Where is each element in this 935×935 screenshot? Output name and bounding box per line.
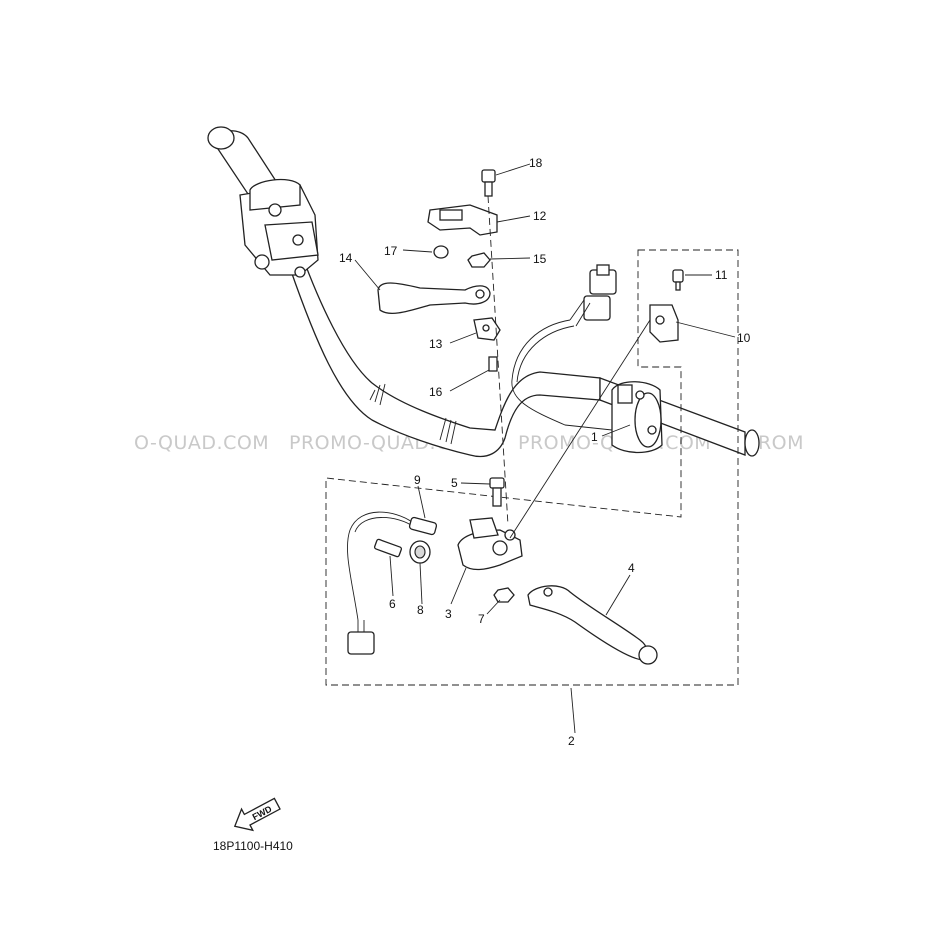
- callout-12: 12: [533, 209, 547, 223]
- nut-15: [467, 252, 491, 268]
- screw-18: [481, 169, 496, 197]
- callout-14: 14: [339, 251, 353, 265]
- switch-housing: [511, 319, 663, 454]
- callout-16: 16: [429, 385, 443, 399]
- lever-14: [377, 282, 491, 314]
- screw-6: [373, 538, 403, 558]
- switch-9: [347, 511, 438, 655]
- master-cylinder: [239, 178, 319, 278]
- diagram-code: 18P1100-H410: [213, 839, 293, 853]
- callout-9: 9: [414, 473, 421, 487]
- lever-holder-3: [457, 517, 523, 571]
- watermark-left: O-QUAD.COM: [134, 432, 269, 454]
- callout-18: 18: [529, 156, 543, 170]
- screw-16: [488, 356, 498, 372]
- callout-1: 1: [591, 430, 598, 444]
- bolt-5: [489, 477, 505, 507]
- callout-17: 17: [384, 244, 398, 258]
- screw-11: [672, 269, 684, 291]
- callout-15: 15: [533, 252, 547, 266]
- callout-10: 10: [737, 331, 751, 345]
- callout-11: 11: [715, 268, 728, 282]
- fwd-arrow: FWD: [233, 797, 281, 832]
- bracket-12: [427, 204, 498, 236]
- callout-4: 4: [628, 561, 635, 575]
- callout-8: 8: [417, 603, 424, 617]
- callout-6: 6: [389, 597, 396, 611]
- plate-13: [473, 317, 501, 341]
- callouts: 1 2 3 4 5 6 7 8 9 10 11 12 13 14 15 16 1…: [339, 156, 751, 748]
- callout-2: 2: [568, 734, 575, 748]
- lever-4: [527, 585, 658, 665]
- callout-5: 5: [451, 476, 458, 490]
- watermark-right: PROM: [746, 432, 804, 454]
- nut-7: [493, 587, 515, 603]
- leader-lines: [354, 163, 736, 734]
- adjuster-8: [409, 540, 431, 564]
- cap-17: [433, 245, 449, 259]
- callout-3: 3: [445, 607, 452, 621]
- assembly-boxes: [325, 249, 739, 686]
- switch-connector: [569, 264, 617, 327]
- clamp-10: [649, 304, 679, 343]
- callout-7: 7: [478, 612, 485, 626]
- callout-13: 13: [429, 337, 443, 351]
